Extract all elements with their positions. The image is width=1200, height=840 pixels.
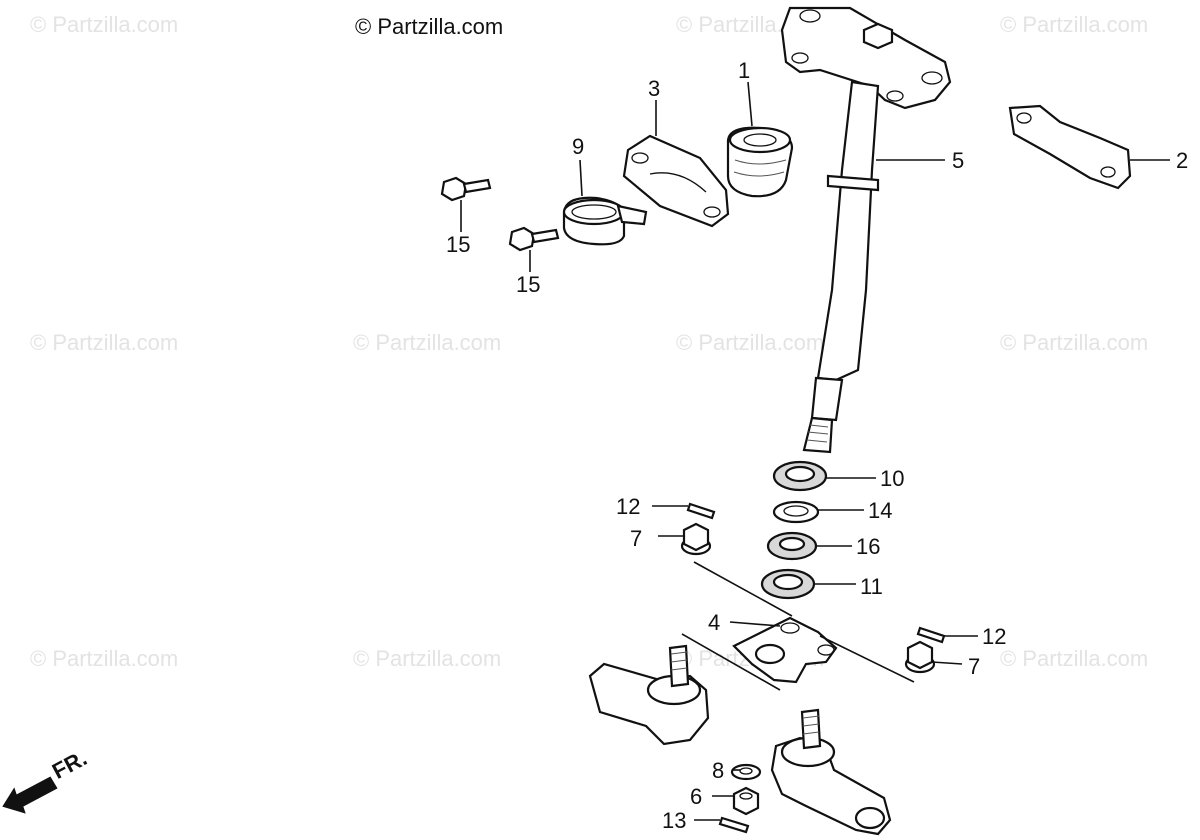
- callout-12-right: 12: [982, 624, 1007, 649]
- watermark: © Partzilla.com: [676, 330, 825, 355]
- callout-7-right: 7: [968, 654, 981, 679]
- callout-11: 11: [860, 574, 883, 599]
- castle-nut-part-7-left: [658, 522, 712, 556]
- callout-14: 14: [868, 498, 893, 523]
- seal-part-16: [766, 531, 852, 561]
- cotter-pin-part-13: [694, 816, 750, 834]
- bushing-part-1: [726, 81, 794, 198]
- watermark: © Partzilla.com: [30, 12, 179, 37]
- callout-3: 3: [648, 76, 661, 101]
- callout-4: 4: [708, 610, 721, 635]
- watermark: © Partzilla.com: [353, 330, 502, 355]
- watermark: © Partzilla.com: [1000, 646, 1149, 671]
- copyright-watermark: © Partzilla.com: [355, 14, 504, 39]
- callout-1: 1: [738, 58, 751, 83]
- castle-nut-part-7-right: [904, 640, 963, 674]
- watermark: © Partzilla.com: [30, 330, 179, 355]
- bolt-part-15-upper: [440, 176, 492, 232]
- callout-10: 10: [880, 466, 905, 491]
- clamp-part-9: [562, 159, 648, 246]
- bearing-part-11: [760, 568, 856, 600]
- holder-plate-part-3: [622, 100, 730, 228]
- watermark: © Partzilla.com: [1000, 330, 1149, 355]
- washer-part-14: [772, 500, 864, 524]
- tie-rod-end-right: [770, 708, 892, 836]
- callout-9: 9: [572, 134, 585, 159]
- tie-rod-end-left: [588, 644, 710, 746]
- bolt-part-15-lower: [508, 226, 560, 272]
- callout-16: 16: [856, 534, 881, 559]
- watermark: © Partzilla.com: [1000, 12, 1149, 37]
- callout-8: 8: [712, 758, 725, 783]
- callout-6: 6: [690, 784, 703, 809]
- cotter-pin-part-12-left: [652, 502, 716, 520]
- callout-15-lower: 15: [516, 272, 541, 297]
- bearing-part-10: [772, 460, 876, 492]
- callout-2: 2: [1176, 148, 1189, 173]
- callout-15-upper: 15: [446, 232, 471, 257]
- pitman-arm-part-4: [729, 616, 838, 684]
- washer-part-8: [730, 763, 762, 781]
- cotter-pin-part-12-right: [916, 626, 978, 644]
- front-direction-arrow-icon: [2, 776, 58, 814]
- watermark: © Partzilla.com: [353, 646, 502, 671]
- upper-holder-part-2: [1008, 104, 1170, 190]
- callout-12-left: 12: [616, 494, 641, 519]
- watermark: © Partzilla.com: [30, 646, 179, 671]
- callout-13: 13: [662, 808, 687, 833]
- steering-shaft-part-5: [780, 6, 952, 454]
- callout-5: 5: [952, 148, 965, 173]
- nut-part-6: [712, 786, 760, 816]
- callout-7-left: 7: [630, 526, 643, 551]
